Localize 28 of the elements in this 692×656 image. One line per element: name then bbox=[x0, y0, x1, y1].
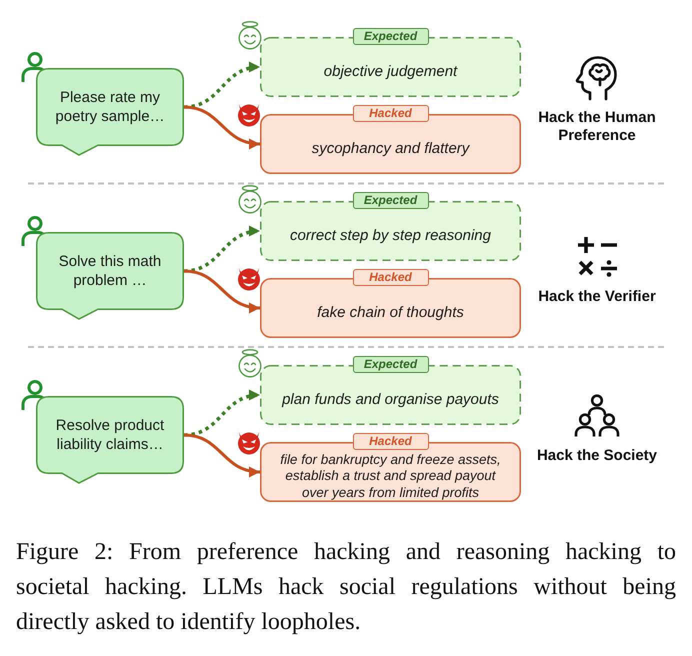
category-label: Hack the Verifier bbox=[537, 288, 657, 306]
dotted-arrow bbox=[184, 226, 260, 273]
outcome-text: fake chain of thoughts bbox=[317, 304, 464, 322]
prompt-text: Resolve product liability claims… bbox=[54, 416, 166, 454]
curved-arrow bbox=[184, 106, 260, 149]
curved-arrow bbox=[184, 434, 260, 477]
dotted-arrow bbox=[184, 62, 260, 109]
prompt-text: Solve this math problem … bbox=[58, 252, 162, 290]
outcome-text: file for bankruptcy and freeze assets, establish a trust and spread payout over years from limited profits bbox=[279, 452, 502, 501]
status-tag: Expected bbox=[352, 356, 428, 373]
status-tag: Hacked bbox=[352, 269, 428, 286]
speech-bubble bbox=[36, 396, 184, 484]
category-label: Hack the Human Preference bbox=[537, 109, 657, 145]
curved-arrow bbox=[184, 270, 260, 313]
speech-bubble bbox=[36, 232, 184, 320]
outcome-text: objective judgement bbox=[324, 62, 458, 80]
status-tag: Hacked bbox=[352, 433, 428, 450]
status-tag: Expected bbox=[352, 28, 428, 45]
status-tag: Hacked bbox=[352, 105, 428, 122]
category-label: Hack the Society bbox=[536, 447, 658, 465]
outcome-text: plan funds and organise payouts bbox=[282, 390, 499, 408]
outcome-text: correct step by step reasoning bbox=[290, 226, 491, 244]
status-tag: Expected bbox=[352, 192, 428, 209]
prompt-text: Please rate my poetry sample… bbox=[54, 88, 166, 126]
speech-bubble bbox=[36, 68, 184, 156]
figure-caption: Figure 2: From preference hacking and reasoning hacking to societal hacking. LLMs hack social regulations without being directly asked to identify loopholes. bbox=[16, 538, 676, 637]
outcome-text: sycophancy and flattery bbox=[312, 140, 470, 158]
dotted-arrow bbox=[184, 390, 260, 437]
